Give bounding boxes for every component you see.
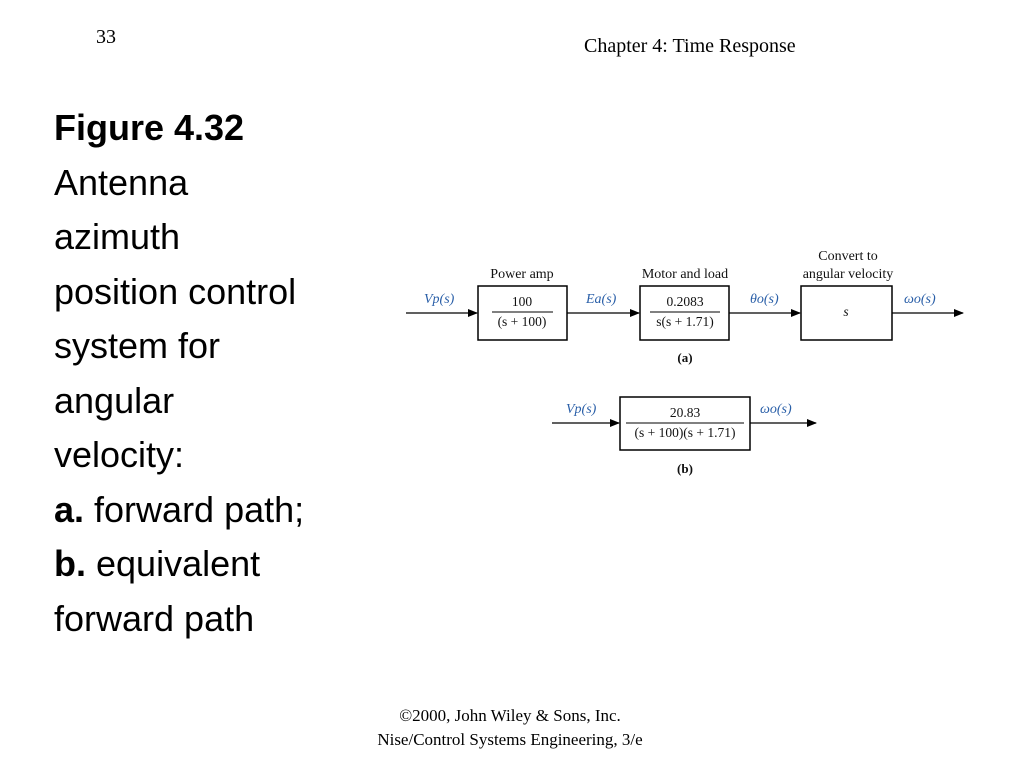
equiv-omega-output-label: ωo(s): [760, 402, 792, 417]
equivalent-denominator: (s + 100)(s + 1.71): [634, 425, 735, 440]
caption-line: angular: [54, 379, 175, 421]
equiv-input-signal-label: Vp(s): [566, 402, 597, 417]
footer-line2: Nise/Control Systems Engineering, 3/e: [377, 730, 643, 749]
caption-line: velocity:: [54, 434, 185, 475]
equivalent-path-diagram: Vp(s) 20.83 (s + 100)(s + 1.71) ωo(s) (b…: [552, 396, 817, 476]
caption-line: Antenna: [54, 161, 189, 203]
figure-heading: Figure 4.32: [54, 107, 245, 148]
input-signal-label: Vp(s): [424, 292, 455, 307]
chapter-title: Chapter 4: Time Response: [584, 35, 796, 57]
ea-signal-label: Ea(s): [585, 292, 617, 307]
omega-output-label: ωo(s): [904, 292, 936, 307]
motor-load-denominator: s(s + 1.71): [656, 314, 714, 329]
equivalent-numerator: 20.83: [670, 405, 701, 420]
power-amp-denominator: (s + 100): [498, 314, 547, 329]
theta-signal-label: θo(s): [750, 292, 779, 307]
subfigure-b-label: (b): [677, 461, 693, 476]
item-a-text: forward path;: [84, 488, 305, 530]
footer-line1: ©2000, John Wiley & Sons, Inc.: [399, 706, 621, 725]
power-amp-numerator: 100: [512, 294, 533, 309]
item-b-text: equivalent: [86, 543, 261, 584]
forward-path-diagram: Vp(s) Power amp 100 (s + 100) Ea(s) Moto…: [406, 249, 964, 365]
power-amp-label: Power amp: [490, 267, 553, 282]
convert-transfer-function: s: [843, 304, 848, 319]
copyright-footer: ©2000, John Wiley & Sons, Inc. Nise/Cont…: [300, 704, 720, 752]
subfigure-a-label: (a): [677, 350, 692, 365]
item-a-tag: a.: [54, 488, 85, 530]
caption-line: system for: [54, 325, 221, 366]
convert-label-line1: Convert to: [818, 249, 878, 264]
caption-item-a: a. forward path;: [54, 483, 394, 538]
figure-caption: Figure 4.32 Antenna azimuth position con…: [54, 101, 394, 646]
caption-item-b-cont: forward path: [54, 597, 255, 639]
page-number: 33: [96, 26, 116, 48]
convert-label-line2: angular velocity: [803, 267, 894, 282]
caption-line: azimuth: [54, 216, 181, 257]
motor-load-numerator: 0.2083: [666, 294, 703, 309]
caption-item-b: b. equivalent: [54, 537, 394, 592]
motor-load-label: Motor and load: [642, 267, 728, 282]
caption-line: position control: [54, 270, 297, 312]
item-b-tag: b.: [54, 543, 86, 584]
